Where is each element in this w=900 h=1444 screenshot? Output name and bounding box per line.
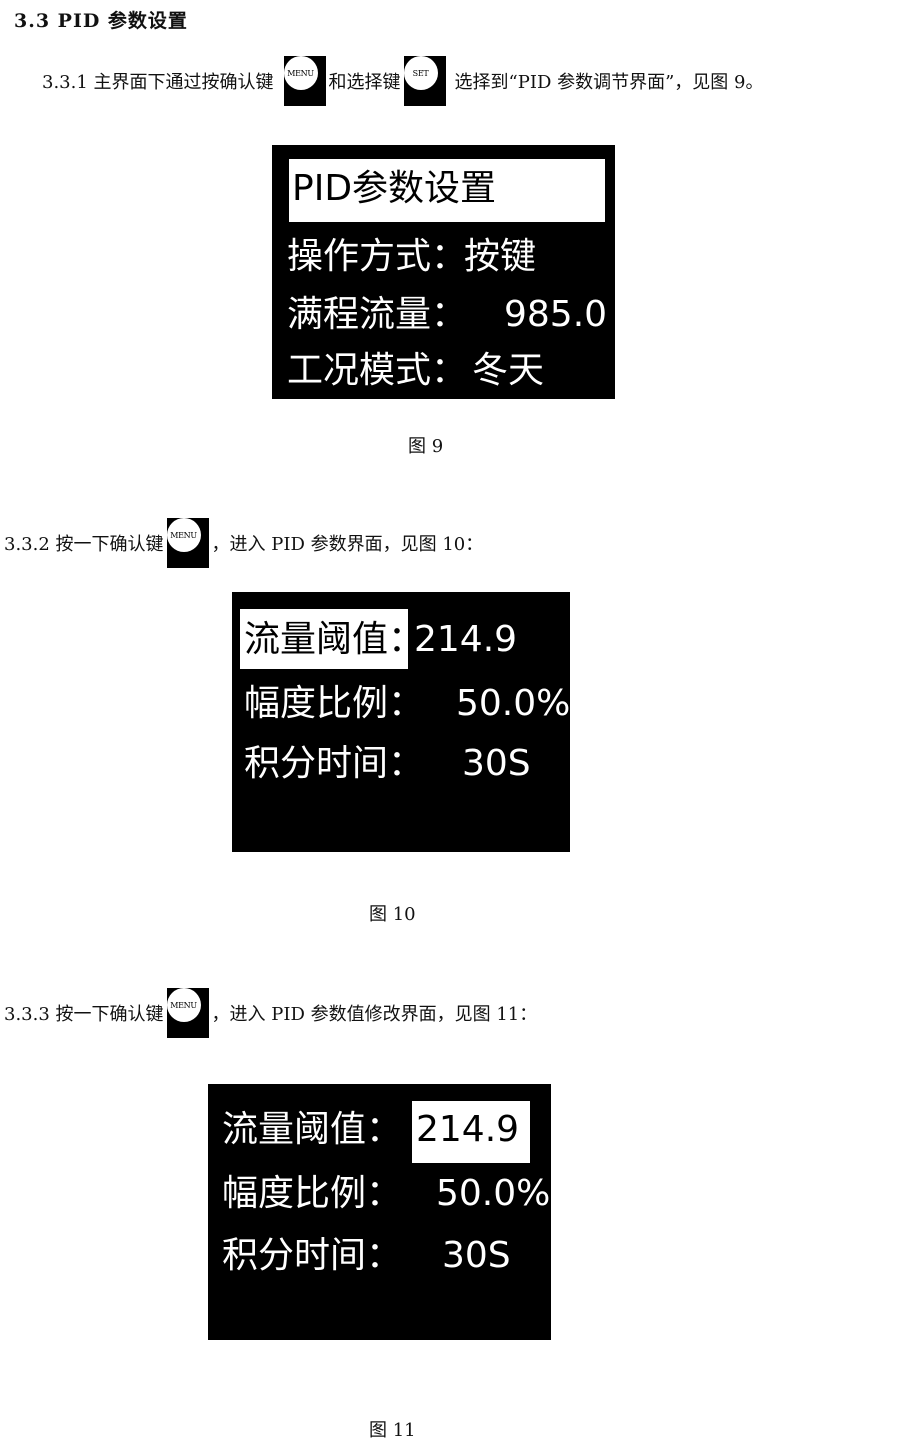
fig9-row-value: 冬天	[472, 350, 545, 391]
fig9-row-value: 按键	[464, 236, 537, 277]
step-3-3-3-prefix: 3.3.3 按一下确认键	[4, 1004, 164, 1025]
fig9-row-value: 985.0	[504, 294, 608, 335]
step-3-3-2-prefix: 3.3.2 按一下确认键	[4, 534, 164, 555]
fig10-row-value: 50.0%	[456, 683, 571, 724]
fig11-row-label: 流量阈值：	[222, 1109, 403, 1150]
menu-key-icon: MENU	[283, 56, 326, 106]
figure-10-screen: 流量阈值： 214.9 幅度比例： 50.0% 积分时间： 30S	[232, 592, 570, 852]
step-3-3-2-suffix: ，进入 PID 参数界面，见图 10：	[211, 534, 484, 555]
fig9-row-label: 操作方式：	[287, 236, 468, 277]
figure-9-caption: 图 9	[408, 436, 444, 457]
step-3-3-1-middle: 和选择键	[328, 72, 401, 93]
step-3-3-2: 3.3.2 按一下确认键 MENU ，进入 PID 参数界面，见图 10：	[4, 518, 483, 568]
fig10-row-value: 30S	[462, 743, 531, 784]
fig10-row-label: 积分时间：	[244, 743, 425, 784]
fig11-row-label: 幅度比例：	[222, 1173, 403, 1214]
fig9-row-label: 满程流量：	[287, 294, 468, 335]
fig11-row-value: 30S	[442, 1235, 511, 1276]
section-heading: 3.3 PID 参数设置	[14, 10, 188, 32]
fig9-title-highlight	[289, 159, 605, 222]
step-3-3-3-suffix: ，进入 PID 参数值修改界面，见图 11：	[211, 1004, 538, 1025]
figure-10-caption: 图 10	[369, 904, 416, 925]
step-3-3-1-suffix: 选择到“PID 参数调节界面”，见图 9。	[454, 72, 764, 93]
menu-key-icon: MENU	[166, 988, 209, 1038]
fig9-row-label: 工况模式：	[287, 350, 468, 391]
fig11-row-value: 214.9	[416, 1109, 520, 1150]
figure-11-screen: 流量阈值： 214.9 幅度比例： 50.0% 积分时间： 30S	[208, 1084, 551, 1340]
fig9-title: PID参数设置	[292, 168, 497, 209]
set-key-icon: SET	[403, 56, 446, 106]
fig10-row-value: 214.9	[414, 619, 518, 660]
fig10-row-label: 幅度比例：	[244, 683, 425, 724]
step-3-3-1-prefix: 3.3.1 主界面下通过按确认键	[42, 72, 274, 93]
menu-key-icon: MENU	[166, 518, 209, 568]
fig11-value-highlight	[412, 1101, 530, 1163]
fig11-row-label: 积分时间：	[222, 1235, 403, 1276]
fig11-row-value: 50.0%	[436, 1173, 551, 1214]
step-3-3-3: 3.3.3 按一下确认键 MENU ，进入 PID 参数值修改界面，见图 11：	[4, 988, 537, 1038]
step-3-3-1: 3.3.1 主界面下通过按确认键 MENU 和选择键 SET 选择到“PID 参…	[42, 56, 763, 106]
figure-9-screen: PID参数设置 操作方式： 按键 满程流量： 985.0 工况模式： 冬天	[272, 145, 615, 399]
figure-11-caption: 图 11	[369, 1420, 416, 1441]
fig10-label-highlight	[240, 609, 408, 669]
fig10-row-label: 流量阈值：	[244, 619, 425, 660]
